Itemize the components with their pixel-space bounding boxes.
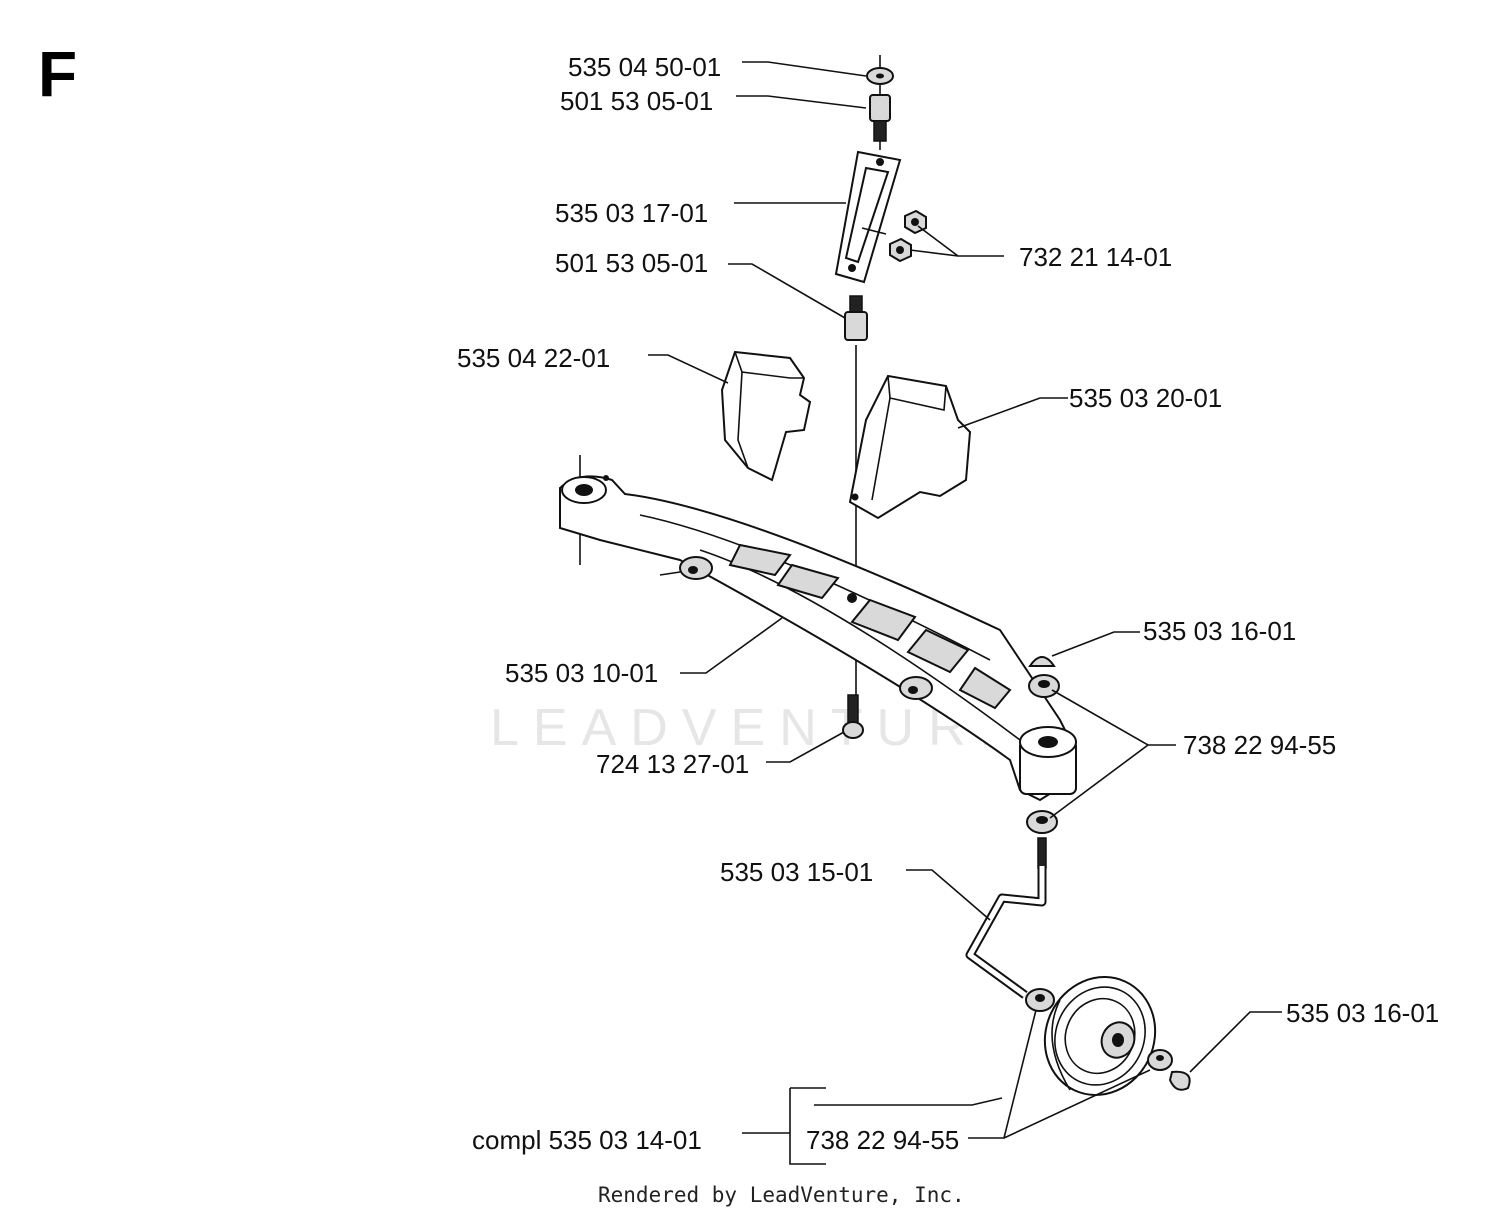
swing-arm-part xyxy=(559,455,1077,802)
nuts-part xyxy=(889,209,927,263)
label-axle: 535 03 15-01 xyxy=(720,857,873,887)
section-letter: F xyxy=(38,38,77,110)
bearing-wheel-outer-part xyxy=(1147,1049,1173,1071)
spacer-top-part xyxy=(869,94,891,142)
bearing-wheel-part xyxy=(1025,988,1055,1012)
label-washer-top: 535 04 50-01 xyxy=(568,52,721,82)
bearing-lower-part xyxy=(1026,810,1058,834)
label-wheel-complete: compl 535 03 14-01 xyxy=(472,1125,702,1155)
axle-part xyxy=(965,837,1047,999)
footer-credit: Rendered by LeadVenture, Inc. xyxy=(598,1183,965,1207)
spacer-mid-part xyxy=(844,295,868,341)
leader-lines xyxy=(648,61,1282,1165)
cap-top-part xyxy=(1028,656,1056,667)
screw-part xyxy=(842,694,864,739)
cover-left-part xyxy=(720,350,812,482)
label-bracket: 535 03 17-01 xyxy=(555,198,708,228)
label-cover-right: 535 03 20-01 xyxy=(1069,383,1222,413)
washer-top-hole xyxy=(876,73,884,79)
wheel-part xyxy=(1043,976,1157,1096)
bracket-part xyxy=(834,150,902,284)
label-arm: 535 03 10-01 xyxy=(505,658,658,688)
label-cap-bottom: 535 03 16-01 xyxy=(1286,998,1439,1028)
label-bearing-wheel: 738 22 94-55 xyxy=(806,1125,959,1155)
label-cover-left: 535 04 22-01 xyxy=(457,343,610,373)
label-spacer-mid: 501 53 05-01 xyxy=(555,248,708,278)
label-spacer-top: 501 53 05-01 xyxy=(560,86,713,116)
watermark: LEADVENTURE xyxy=(490,699,1028,757)
label-bearing-top: 738 22 94-55 xyxy=(1183,730,1336,760)
label-nuts: 732 21 14-01 xyxy=(1019,242,1172,272)
label-cap-top: 535 03 16-01 xyxy=(1143,616,1296,646)
label-screw: 724 13 27-01 xyxy=(596,749,749,779)
cap-bottom-part xyxy=(1168,1070,1191,1091)
cover-right-part xyxy=(848,374,972,520)
bearing-top-part xyxy=(1028,674,1060,698)
